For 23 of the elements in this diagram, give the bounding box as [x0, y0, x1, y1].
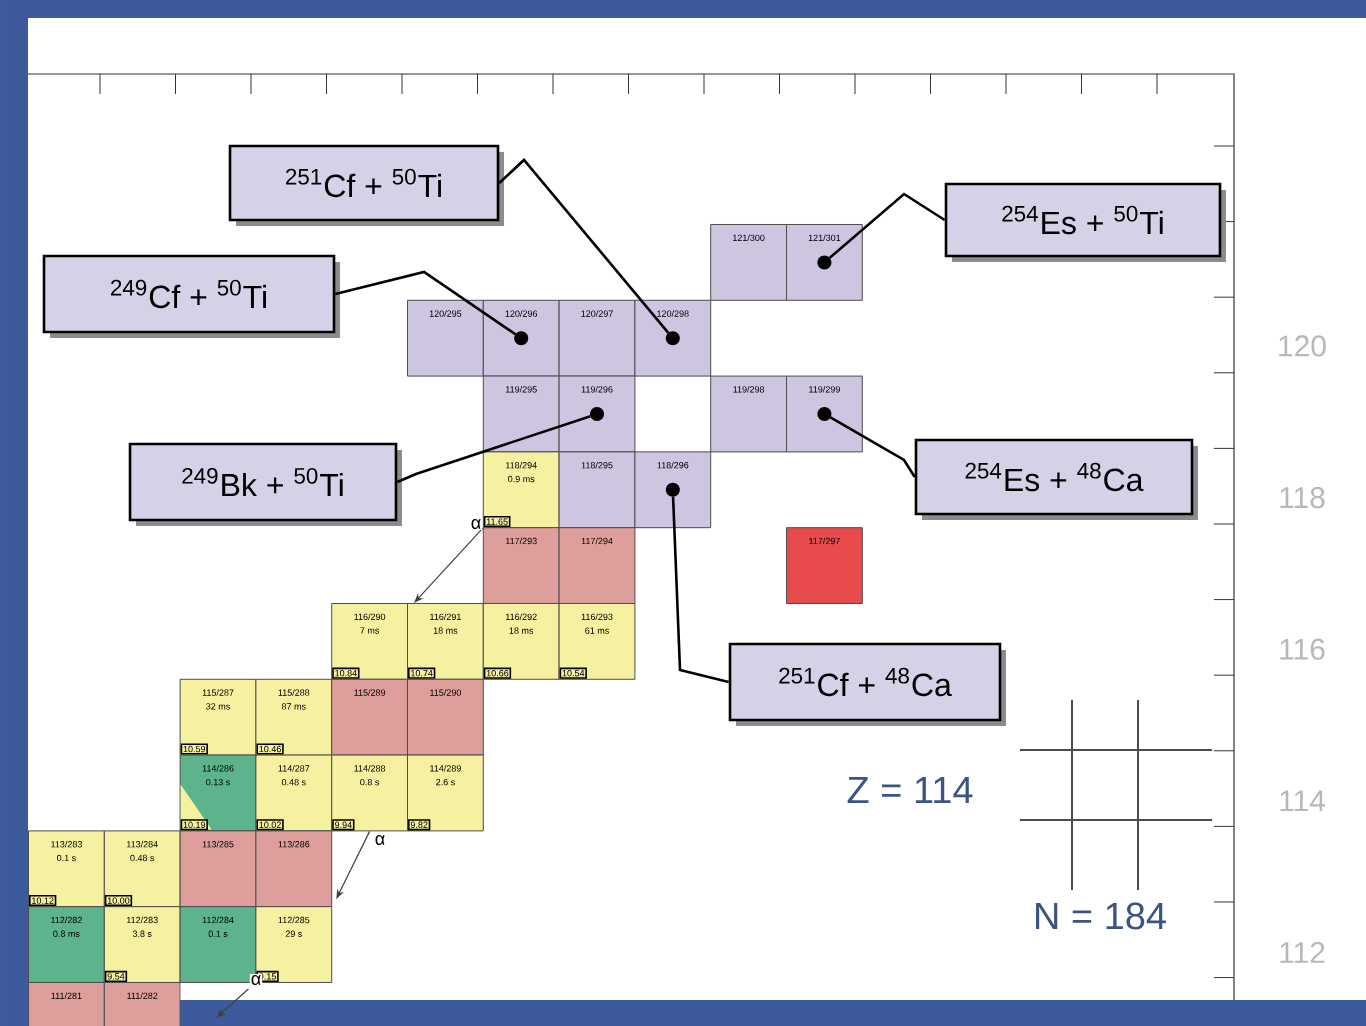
leader-line — [335, 270, 529, 346]
axis-label: 120 — [1279, 335, 1326, 357]
leader-line — [817, 192, 946, 270]
reaction-box: $^{249}$Bk + $^{50}$Ti — [128, 442, 402, 526]
edge-label: α — [469, 518, 483, 530]
reaction-box: $^{254}$Es + $^{50}$Ti — [944, 182, 1226, 262]
axis-label: 112 — [1280, 941, 1325, 963]
coordinate-label: Z = 114 — [847, 776, 973, 804]
axis-label: 118 — [1280, 486, 1325, 509]
edge-label: α — [373, 834, 387, 846]
reaction-box: $^{251}$Cf + $^{48}$Ca — [728, 642, 1006, 726]
reaction-box: $^{254}$Es + $^{48}$Ca — [914, 438, 1198, 520]
decay-arrow — [414, 527, 484, 603]
axis-label: 114 — [1280, 790, 1326, 812]
leader-line — [396, 407, 604, 484]
axis-label: 116 — [1280, 638, 1325, 660]
leader-line — [498, 158, 680, 346]
leader-line — [817, 407, 916, 478]
reaction-box: $^{251}$Cf + $^{50}$Ti — [228, 144, 504, 226]
decay-arrow — [216, 988, 249, 1018]
reaction-box: $^{249}$Cf + $^{50}$Ti — [42, 254, 340, 338]
leader-line — [665, 482, 729, 684]
coordinate-label: N = 184 — [1036, 902, 1166, 930]
